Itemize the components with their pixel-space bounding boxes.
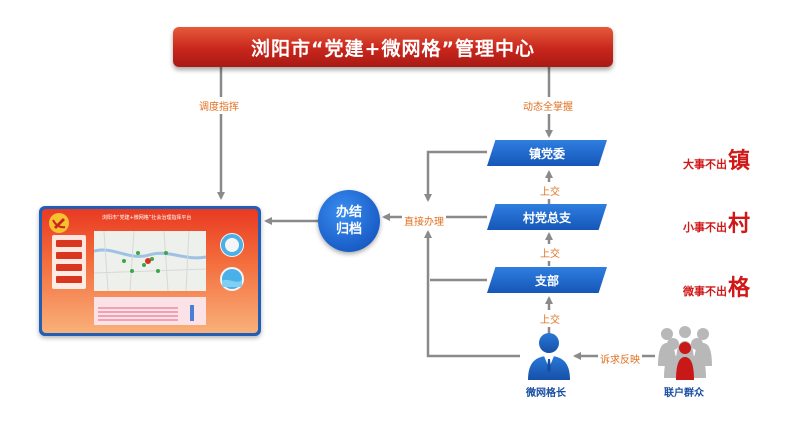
slogan-grid: 微事不出格 — [683, 270, 750, 302]
label-up-2: 上交 — [538, 244, 562, 261]
menu-button[interactable] — [56, 276, 82, 283]
archive-line2: 归档 — [335, 222, 362, 237]
label-dispatch: 调度指挥 — [197, 97, 241, 114]
edge-bracket-town — [424, 150, 487, 202]
slogan-grid-text: 微事不出 — [683, 285, 727, 298]
level-branch: 支部 — [487, 267, 607, 293]
slogan-town-text: 大事不出 — [683, 158, 727, 171]
platform-screen: 浏阳市“党建+微网格”社会治理指挥平台 — [39, 206, 261, 336]
grid-leader-label: 微网格长 — [526, 388, 566, 399]
platform-gauge-bottom — [220, 267, 244, 291]
label-appeal: 诉求反映 — [598, 350, 642, 367]
menu-button[interactable] — [56, 264, 82, 271]
menu-button[interactable] — [56, 240, 82, 247]
label-direct: 直接办理 — [402, 212, 446, 229]
platform-gauge-top — [220, 233, 244, 257]
level-village-branch: 村党总支 — [487, 204, 607, 230]
party-emblem-icon — [49, 213, 69, 233]
residents-label: 联户群众 — [664, 388, 704, 399]
platform-menu — [52, 235, 86, 289]
platform-screen-title: 浏阳市“党建+微网格”社会治理指挥平台 — [102, 215, 192, 221]
slogan-town-big: 镇 — [728, 148, 751, 174]
slogan-town: 大事不出镇 — [683, 143, 750, 175]
slogan-village-big: 村 — [728, 211, 751, 237]
platform-screen-content: 浏阳市“党建+微网格”社会治理指挥平台 — [42, 209, 258, 333]
edge-direct-up — [424, 230, 520, 358]
platform-map — [94, 231, 206, 291]
slogan-village-text: 小事不出 — [683, 221, 727, 234]
residents-icon — [658, 326, 712, 380]
slogan-village: 小事不出村 — [683, 206, 750, 238]
platform-bar-panel — [94, 297, 206, 325]
archive-node: 办结 归档 — [318, 190, 380, 252]
label-up-1: 上交 — [538, 182, 562, 199]
level-town-committee: 镇党委 — [487, 140, 607, 166]
label-dynamic: 动态全掌握 — [521, 97, 575, 114]
slogan-grid-big: 格 — [728, 275, 751, 301]
menu-button[interactable] — [56, 252, 82, 259]
page-title: 浏阳市“党建+微网格”管理中心 — [173, 27, 613, 67]
grid-leader-icon — [528, 333, 570, 380]
label-up-3: 上交 — [538, 310, 562, 327]
archive-line1: 办结 — [335, 205, 362, 220]
